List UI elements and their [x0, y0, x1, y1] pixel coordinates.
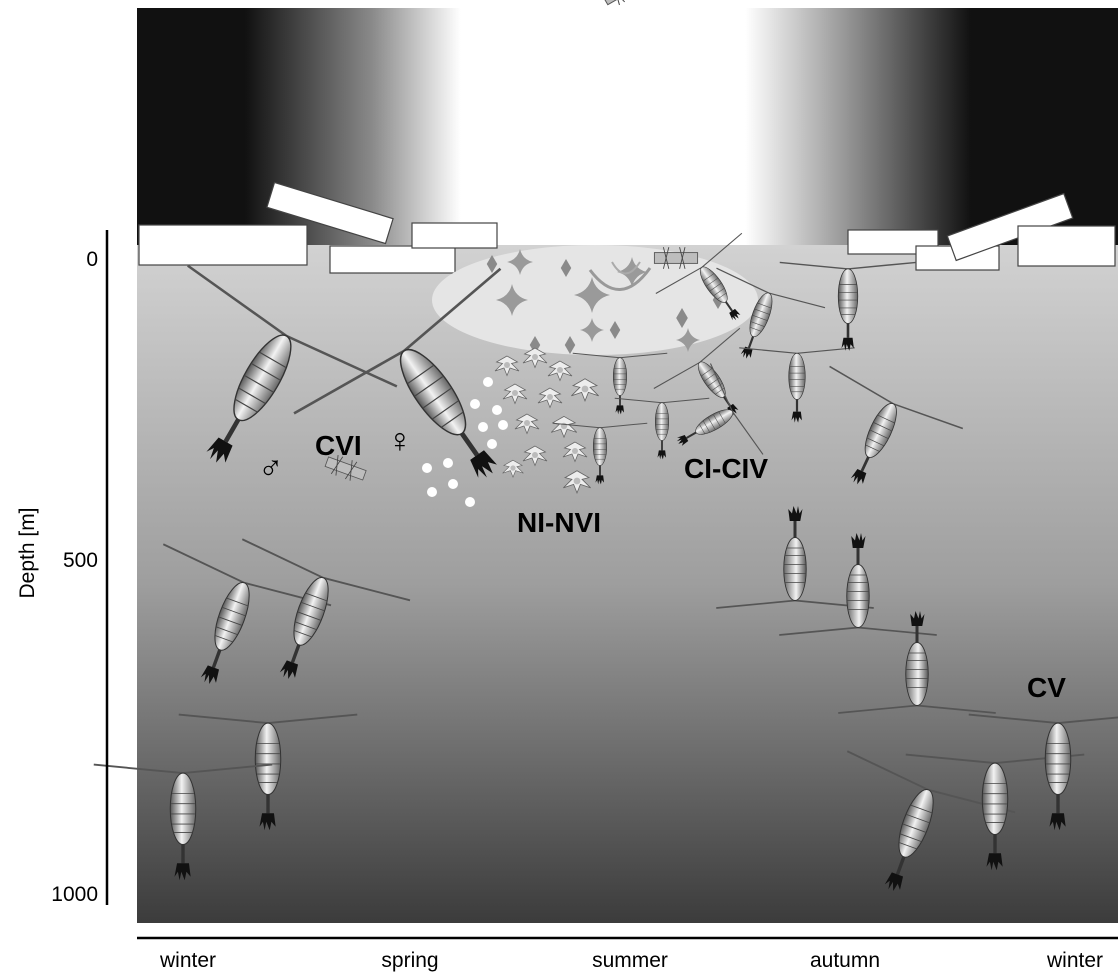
label-cvi: CVI: [315, 430, 362, 461]
male-symbol: ♂: [258, 448, 284, 486]
egg-icon: [448, 479, 458, 489]
season-label: summer: [592, 949, 668, 972]
water-column: [137, 245, 1118, 923]
female-symbol: ♀: [387, 422, 413, 460]
season-label: autumn: [810, 949, 880, 972]
tick-label-500: 500: [63, 549, 98, 572]
ice-floe-icon: [1017, 225, 1116, 267]
egg-icon: [492, 405, 502, 415]
phytoplankton-bloom: [322, 0, 758, 486]
egg-icon: [443, 458, 453, 468]
tick-label-0: 0: [86, 248, 98, 271]
season-label: spring: [381, 949, 438, 972]
egg-icon: [487, 439, 497, 449]
ice-floe-icon: [138, 224, 308, 266]
depth-axis: 0 500 1000 Depth [m]: [16, 230, 109, 906]
label-copepodites: CI-CIV: [684, 453, 768, 484]
sea-ice: [138, 181, 1116, 274]
egg-icon: [422, 463, 432, 473]
season-label: winter: [1046, 949, 1103, 972]
egg-icon: [498, 420, 508, 430]
ice-floe-icon: [266, 181, 394, 245]
eggs: [422, 377, 508, 507]
label-cv: CV: [1027, 672, 1066, 703]
egg-icon: [478, 422, 488, 432]
season-axis: winter spring summer autumn winter: [137, 936, 1118, 972]
season-label: winter: [159, 949, 216, 972]
egg-icon: [470, 399, 480, 409]
egg-icon: [483, 377, 493, 387]
ice-floe-icon: [946, 192, 1074, 262]
tick-label-1000: 1000: [51, 883, 98, 906]
label-nauplii: NI-NVI: [517, 507, 601, 538]
egg-icon: [465, 497, 475, 507]
ice-floe-icon: [329, 245, 456, 274]
axis-title: Depth [m]: [16, 507, 39, 598]
egg-icon: [427, 487, 437, 497]
ice-floe-icon: [411, 222, 498, 249]
